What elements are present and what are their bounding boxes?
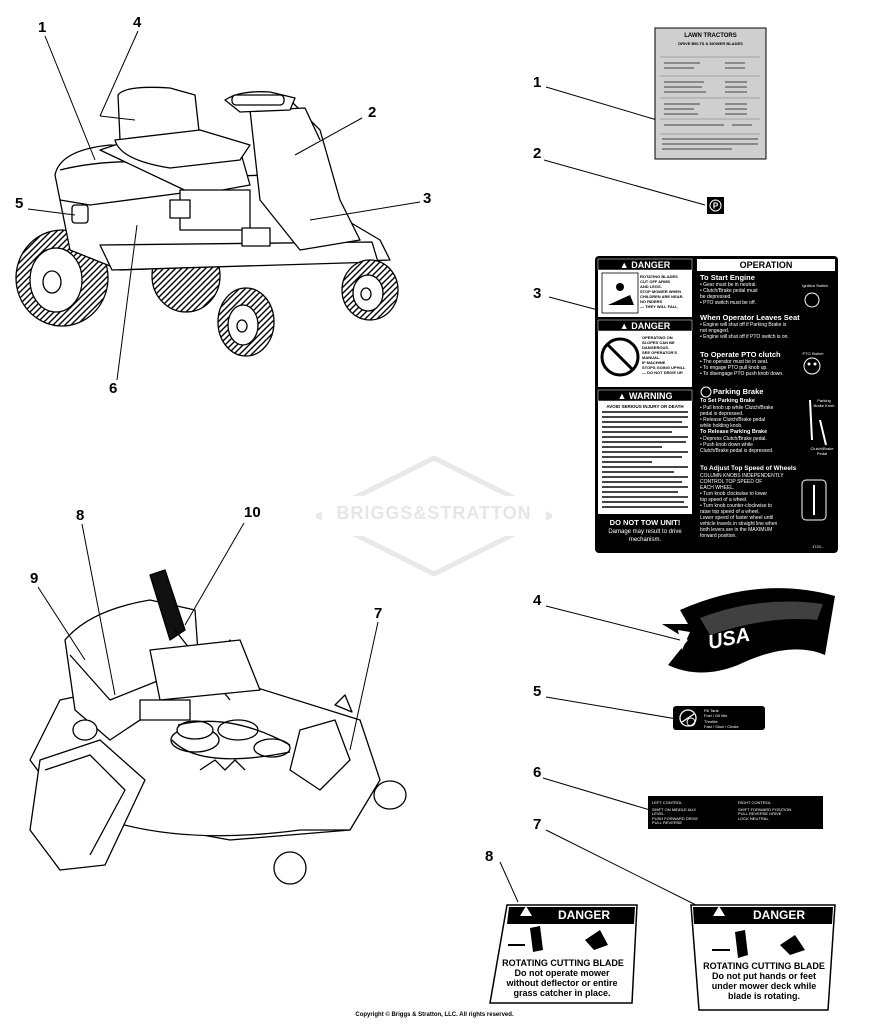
callout-tractor-4: 4 xyxy=(133,14,142,31)
decal-2: P xyxy=(707,197,724,214)
decal-5 xyxy=(673,706,765,730)
callout-decal-7: 7 xyxy=(533,816,542,833)
decal3-parking-header: Parking Brake xyxy=(713,387,764,396)
mower-deck xyxy=(29,569,407,885)
leader-lines xyxy=(27,30,707,911)
decal3-part-no: 1724... xyxy=(812,544,825,549)
svg-text:P: P xyxy=(713,202,719,211)
decal7-danger: DANGER xyxy=(752,908,805,922)
decal-8 xyxy=(489,904,638,1004)
callout-deck-9: 9 xyxy=(30,570,39,587)
decal3-warning-head: AVOID SERIOUS INJURY OR DEATH xyxy=(606,404,684,409)
pulley-3 xyxy=(253,738,291,758)
pulley-2 xyxy=(217,719,259,741)
callout-tractor-6: 6 xyxy=(109,380,118,397)
decal1-title: LAWN TRACTORS xyxy=(684,33,737,39)
watermark-logo xyxy=(316,456,552,576)
decal3-notow-sub: Damage may result to drive mechanism. xyxy=(608,529,682,543)
decal3-notow: DO NOT TOW UNIT! xyxy=(609,518,681,527)
decal3-warning-header: ▲ WARNING xyxy=(617,391,673,401)
watermark-text: BRIGGS&STRATTON xyxy=(336,503,532,523)
hood xyxy=(249,99,361,251)
callout-decal-8: 8 xyxy=(485,848,494,865)
decal3-pto-switch-label: PTO Switch xyxy=(802,351,824,356)
decal3-adjust-section: To Adjust Top Speed of Wheels COLUMN KNO… xyxy=(700,465,797,539)
callout-decal-6: 6 xyxy=(533,764,542,781)
decal8-danger: DANGER xyxy=(557,908,610,922)
callout-tractor-2: 2 xyxy=(368,104,377,121)
lift-handle xyxy=(149,569,186,641)
decal-7 xyxy=(690,904,836,1011)
decal-4 xyxy=(662,588,835,673)
callout-decal-2: 2 xyxy=(533,145,542,162)
callout-tractor-3: 3 xyxy=(423,190,432,207)
decal-3 xyxy=(595,256,838,553)
callout-tractor-5: 5 xyxy=(15,195,24,212)
decal3-ignition-label: Ignition Switch xyxy=(802,283,828,288)
decal1-subtitle: DRIVE BELTS & MOWER BLADES xyxy=(678,41,743,46)
decal3-danger2-header: ▲ DANGER xyxy=(619,321,671,331)
callout-tractor-1: 1 xyxy=(38,19,47,36)
decal3-clutch-label: Clutch/Brake Pedal xyxy=(810,446,834,456)
callout-deck-10: 10 xyxy=(244,504,261,521)
callout-decal-1: 1 xyxy=(533,74,542,91)
decal3-leaves-section: When Operator Leaves Seat • Engine will … xyxy=(700,313,800,340)
copyright: Copyright © Briggs & Stratton, LLC. All … xyxy=(355,1012,514,1018)
decal-1 xyxy=(654,27,767,160)
callout-decal-5: 5 xyxy=(533,683,542,700)
callout-deck-8: 8 xyxy=(76,507,85,524)
decal3-brake-knob-label: Parking Brake Knob xyxy=(813,398,835,408)
decal7-title: ROTATING CUTTING BLADE xyxy=(703,961,825,971)
callout-decal-4: 4 xyxy=(533,592,542,609)
callout-decal-3: 3 xyxy=(533,285,542,302)
callout-deck-7: 7 xyxy=(374,605,383,622)
decal3-operation: OPERATION xyxy=(739,260,793,270)
decal3-brake-section: To Set Parking Brake • Pull knob up whil… xyxy=(700,398,774,454)
decal3-start-section: To Start Engine • Gear must be in neutra… xyxy=(700,273,758,306)
decal8-title: ROTATING CUTTING BLADE xyxy=(502,958,624,968)
decal3-pto-section: To Operate PTO clutch • The operator mus… xyxy=(700,350,784,377)
lawn-tractor xyxy=(15,86,399,357)
decal3-danger1-header: ▲ DANGER xyxy=(619,260,671,270)
decal-6 xyxy=(648,796,823,829)
